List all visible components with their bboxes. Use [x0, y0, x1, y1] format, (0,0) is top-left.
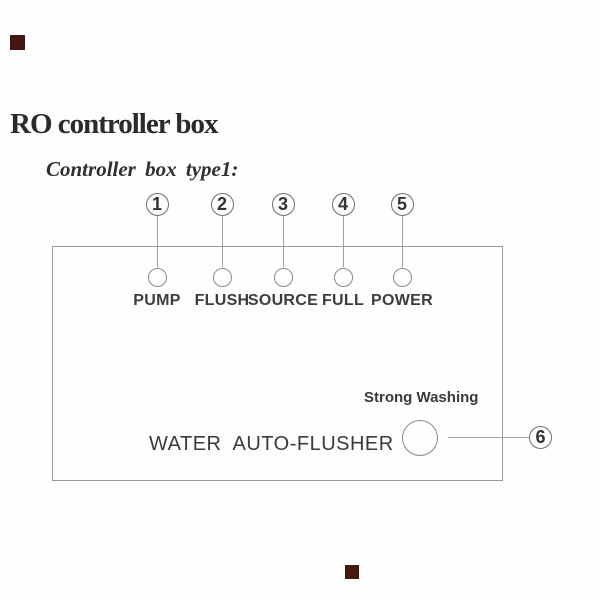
strong-washing-label: Strong Washing	[364, 389, 479, 406]
callout-number-6: 6	[535, 427, 546, 447]
full-led-label: FULL	[321, 292, 365, 309]
full-led-indicator	[333, 268, 353, 287]
panel-name-text: WATER AUTO-FLUSHER	[149, 433, 394, 455]
callout-leader-line-5	[401, 216, 403, 267]
page-title: RO controller box	[10, 108, 218, 140]
power-led-label: POWER	[371, 292, 433, 309]
power-led-indicator	[392, 268, 412, 287]
callout-number-circle-2: 2	[210, 193, 234, 216]
callout-number-4: 4	[337, 194, 348, 214]
strong-washing-button-circle	[402, 420, 438, 456]
callout-number-circle-4: 4	[331, 193, 355, 216]
callout-number-5: 5	[396, 194, 407, 214]
callout-number-circle-5: 5	[390, 193, 414, 216]
flush-led-indicator	[212, 268, 232, 287]
source-led-label: SOURCE	[247, 292, 319, 309]
callout-number-circle-1: 1	[145, 193, 169, 216]
indicator-column-power: 5 POWER	[362, 193, 442, 310]
indicator-column-flush: 2 FLUSH	[182, 193, 262, 310]
indicator-column-source: 3 SOURCE	[243, 193, 323, 310]
callout-leader-line-4	[342, 216, 344, 267]
scan-artifact-mark-top	[10, 35, 25, 50]
pump-led-indicator	[147, 268, 167, 287]
flush-led-label: FLUSH	[194, 292, 250, 309]
callout-leader-line-6	[448, 437, 529, 438]
source-led-indicator	[273, 268, 293, 287]
callout-number-3: 3	[277, 194, 288, 214]
indicator-column-full: 4 FULL	[303, 193, 383, 310]
controller-box-outline	[52, 246, 503, 481]
scan-artifact-mark-bottom	[345, 565, 359, 579]
callout-leader-line-1	[156, 216, 158, 267]
callout-number-1: 1	[151, 194, 162, 214]
callout-number-2: 2	[216, 194, 227, 214]
pump-led-label: PUMP	[133, 292, 181, 309]
indicator-column-pump: 1 PUMP	[117, 193, 197, 310]
callout-leader-line-2	[221, 216, 223, 267]
callout-leader-line-3	[282, 216, 284, 267]
callout-number-circle-3: 3	[271, 193, 295, 216]
diagram-subtitle: Controller box type1:	[46, 157, 239, 181]
callout-number-circle-6: 6	[529, 426, 552, 449]
